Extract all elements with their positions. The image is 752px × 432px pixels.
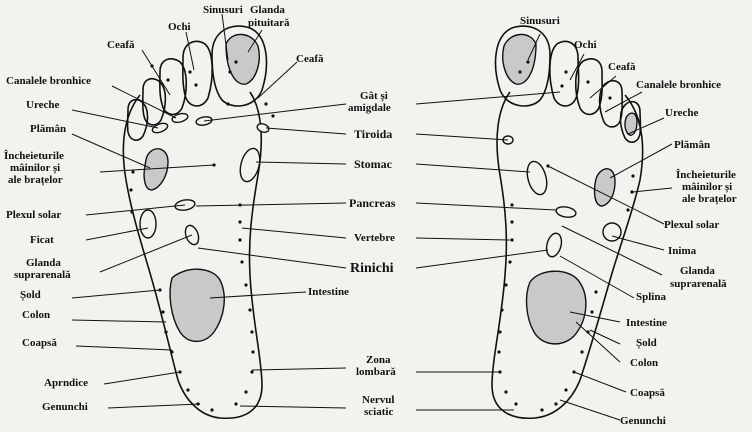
right-toe-2 [550,41,579,106]
left-ear-zone [151,122,169,135]
label-nervul-sciatic-2: sciatic [364,406,393,418]
left-labels: Sinusuri Glanda pituitară Ochi Ceafă Cea… [4,4,324,413]
label-gat-1: Gât și [360,90,388,102]
label-ceafa-left-a: Ceafă [107,39,135,51]
label-ureche-right: Ureche [665,107,699,119]
label-rinichi: Rinichi [350,261,394,276]
label-incheieturile-left-2: mâinilor și [10,162,60,174]
label-gat-2: amigdale [348,102,391,114]
label-pancreas: Pancreas [349,196,396,210]
label-sold-right: Șold [636,337,657,349]
label-stomac: Stomac [354,157,393,171]
left-liver-zone [140,210,156,238]
right-kidney-zone [544,232,564,259]
label-intestine-right: Intestine [626,317,667,329]
label-colon-left: Colon [22,309,50,321]
label-colon-right: Colon [630,357,658,369]
left-foot [123,26,274,418]
label-ceafa-right: Ceafă [608,61,636,73]
label-plaman-right: Plămân [674,139,710,151]
label-incheieturile-right-3: ale brațelor [682,193,737,205]
label-glanda-suprarenala-left-2: suprarenală [14,269,71,281]
label-apendice-left: Aprndice [44,377,88,389]
label-ceafa-left-b: Ceafă [296,53,324,65]
label-coapsa-right: Coapsă [630,387,665,399]
left-toe-2 [183,41,212,106]
label-ureche-left: Ureche [26,99,60,111]
label-ochi-right: Ochi [574,39,597,51]
right-toe-4 [600,81,623,127]
right-lung-zone [595,169,615,206]
right-toe-5-zone [625,113,637,135]
label-incheieturile-left-1: Încheieturile [4,150,64,162]
label-glanda-suprarenala-right-2: suprarenală [670,278,727,290]
label-glanda-pituitara-left-2: pituitară [248,17,290,29]
label-incheieturile-right-1: Încheieturile [676,169,736,181]
label-sold-left: Șold [20,289,41,301]
left-foot-outline [123,92,262,418]
label-intestine-center: Intestine [308,286,349,298]
label-plexul-solar-left: Plexul solar [6,209,61,221]
label-splina-right: Splina [636,291,666,303]
label-coapsa-left: Coapsă [22,337,57,349]
label-plaman-left: Plămân [30,123,66,135]
label-glanda-pituitara-left-1: Glanda [250,4,285,16]
label-glanda-suprarenala-right-1: Glanda [680,265,715,277]
label-genunchi-left: Genunchi [42,401,88,413]
label-glanda-suprarenala-left-1: Glanda [26,257,61,269]
right-intestine-zone [527,271,586,344]
label-zona-lombara-2: lombară [356,366,396,378]
label-tiroida: Tiroida [354,127,392,141]
right-pancreas-zone [555,205,576,218]
label-nervul-sciatic-1: Nervul [362,394,394,406]
label-inima-right: Inima [668,245,697,257]
left-intestine-zone [170,269,224,341]
right-foot-outline [492,92,643,418]
label-sinusuri-right: Sinusuri [520,15,560,27]
label-plexul-solar-right: Plexul solar [664,219,719,231]
right-pituitary-zone [503,34,536,84]
right-foot [492,26,643,418]
label-canalele-bronhice-left: Canalele bronhice [6,75,91,87]
right-stomach-zone [524,159,550,197]
label-genunchi-right: Genunchi [620,415,666,427]
label-incheieturile-left-3: ale brațelor [8,174,63,186]
label-zona-lombara-1: Zona [366,354,391,366]
right-toe-3 [576,59,602,115]
label-canalele-bronhice-right: Canalele bronhice [636,79,721,91]
label-incheieturile-right-2: mâinilor și [682,181,732,193]
label-vertebre: Vertebre [354,232,395,244]
label-ficat-left: Ficat [30,234,54,246]
label-ochi-left: Ochi [168,21,191,33]
label-sinusuri-left: Sinusuri [203,4,243,16]
right-heart-zone [603,223,621,241]
left-stomach-zone [237,146,263,184]
